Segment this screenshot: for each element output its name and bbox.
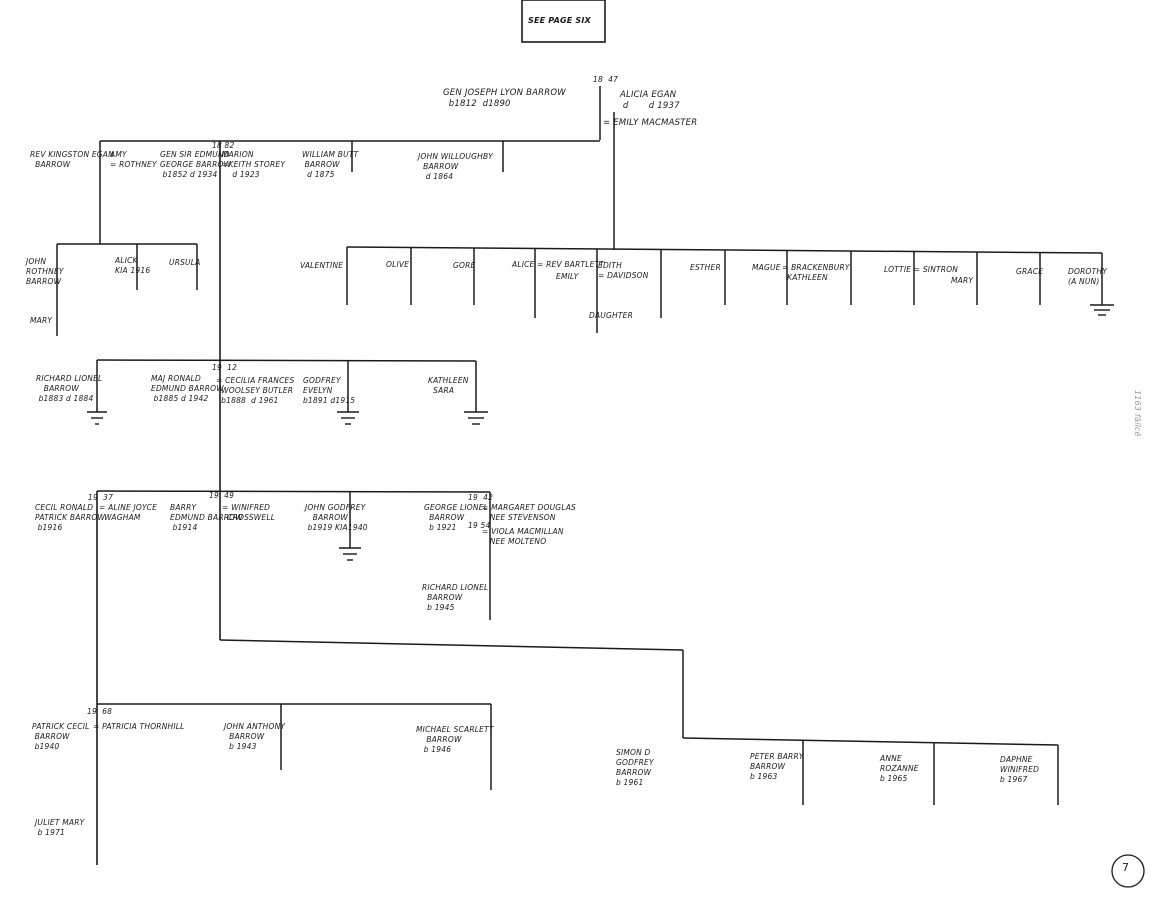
no-issue-mark-john-godfrey xyxy=(339,547,361,561)
kingston-child: JOHN ROTHNEY BARROW xyxy=(26,257,64,286)
page-number: 7 xyxy=(1122,861,1130,874)
side-note: 1163 fāïlcē xyxy=(1133,390,1142,437)
gen3-member: MAJ RONALD EDMUND BARROW b1885 d 1942 xyxy=(151,374,224,403)
kingston-child: ALICK KIA 1916 xyxy=(115,256,151,275)
gen3-member: = CECILIA FRANCES WOOLSEY BUTLER b1888 d… xyxy=(216,376,295,405)
no-issue-mark-kathleen xyxy=(464,411,488,425)
barry-branch xyxy=(219,639,684,651)
gen1-mother: ALICIA EGAN d d 1937 xyxy=(620,90,680,111)
emily-child: GORE xyxy=(453,261,476,270)
emily-child: LOTTIE = SINTRON xyxy=(884,265,959,274)
gen5-member: DAPHNE WINIFRED b 1967 xyxy=(1000,755,1040,784)
gen5-member: JOHN ANTHONY BARROW b 1943 xyxy=(224,722,286,751)
header-box xyxy=(521,0,606,43)
gen5-marriage-date: 19 68 xyxy=(87,707,113,716)
kingston-child: URSULA xyxy=(169,258,201,267)
see-page-six-label: SEE PAGE SIX xyxy=(528,16,591,25)
emily-child: GRACE xyxy=(1016,267,1044,276)
gen4-member: RICHARD LIONEL BARROW b 1945 xyxy=(422,583,489,612)
gen4-marriage-date-1: 19 37 xyxy=(88,493,114,502)
emily-child: EDITH = DAVIDSON xyxy=(598,261,649,280)
gen4-member: = WINIFRED CROSSWELL xyxy=(222,503,276,522)
gen2-member: WILLIAM BUTT BARROW d 1875 xyxy=(302,150,359,179)
emily-child: MARY xyxy=(951,276,974,285)
gen4-member: BARRY EDMUND BARROW b1914 xyxy=(170,503,243,532)
emily-child: EMILY xyxy=(556,272,579,281)
gen3-marriage-date: 19 12 xyxy=(212,363,238,372)
gen5-member: = PATRICIA THORNHILL xyxy=(93,722,185,731)
gen4-member: JOHN GODFREY BARROW b1919 KIA1940 xyxy=(305,503,368,532)
gen5-member: ANNE ROZANNE b 1965 xyxy=(880,754,919,783)
gen3-bar xyxy=(96,359,477,362)
gen4-member: = VIOLA MACMILLAN NEE MOLTENO xyxy=(482,527,564,546)
gen4-marriage-date-3: 19 42 xyxy=(468,493,494,502)
emily-child: OLIVE xyxy=(386,260,410,269)
gen3-member: KATHLEEN SARA xyxy=(428,376,469,395)
gen3-member: RICHARD LIONEL BARROW b1883 d 1884 xyxy=(36,374,103,403)
gen4-member: = MARGARET DOUGLAS NEE STEVENSON xyxy=(482,503,576,522)
gen4-member: = ALINE JOYCE WAGHAM xyxy=(99,503,158,522)
gen2-member: GEN SIR EDMUND GEORGE BARROW b1852 d 193… xyxy=(160,150,232,179)
no-issue-mark-godfrey xyxy=(337,411,359,425)
gen4-bar xyxy=(96,490,491,493)
emily-child: VALENTINE xyxy=(300,261,344,270)
gen4-member: GEORGE LIONEL BARROW b 1921 xyxy=(424,503,489,532)
barry-children-bar xyxy=(682,737,1059,746)
emily-child: ALICE = REV BARTLETT xyxy=(512,260,605,269)
emily-child: ESTHER xyxy=(690,263,721,272)
gen2-member: JOHN WILLOUGHBY BARROW d 1864 xyxy=(418,152,493,181)
page-number-circle xyxy=(1111,854,1145,888)
gen5-member: PATRICK CECIL BARROW b1940 xyxy=(32,722,90,751)
emily-child: DAUGHTER xyxy=(589,311,633,320)
gen1-marriage-date: 18 47 xyxy=(593,75,619,84)
gen4-marriage-date-2: 19 49 xyxy=(209,491,235,500)
emily-child: DOROTHY (A NUN) xyxy=(1068,267,1107,286)
gen5-member: SIMON D GODFREY BARROW b 1961 xyxy=(616,748,654,787)
no-issue-mark-richard xyxy=(87,411,107,425)
kingston-child: MARY xyxy=(30,316,53,325)
emily-child: = BRACKENBURY KATHLEEN xyxy=(782,263,850,282)
gen4-marriage-date-4: 19 54 xyxy=(468,521,491,530)
gen6-member: JULIET MARY b 1971 xyxy=(35,818,85,837)
gen4-member: CECIL RONALD PATRICK BARROW b1916 xyxy=(35,503,106,532)
gen1-father: GEN JOSEPH LYON BARROW b1812 d1890 xyxy=(443,88,566,109)
gen2-member: MARION =KEITH STOREY d 1923 xyxy=(222,150,286,179)
no-issue-mark-dorothy xyxy=(1090,304,1114,316)
emily-child: MAGUE xyxy=(752,263,781,272)
gen2-member: REV KINGSTON EGAN BARROW xyxy=(30,150,114,169)
gen2-marriage-date: 18 82 xyxy=(212,141,235,150)
gen5-member: MICHAEL SCARLETT BARROW b 1946 xyxy=(416,725,494,754)
gen3-member: GODFREY EVELYN b1891 d1915 xyxy=(303,376,356,405)
gen1-mother-second-spouse: = EMILY MACMASTER xyxy=(603,118,698,128)
gen2-member: AMY = ROTHNEY xyxy=(110,150,157,169)
gen5-member: PETER BARRY BARROW b 1963 xyxy=(750,752,804,781)
